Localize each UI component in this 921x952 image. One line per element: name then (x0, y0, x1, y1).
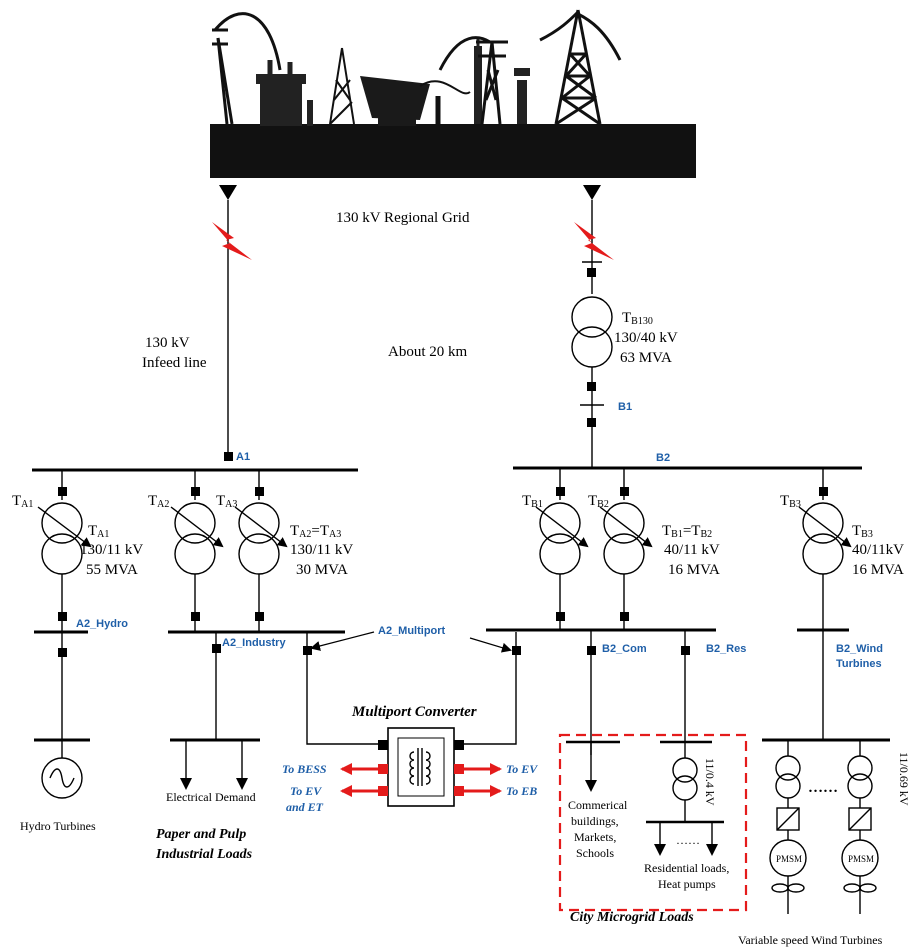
multiport-pointer-right (469, 637, 512, 653)
tb2-ratio: 40/11 kV (664, 542, 720, 558)
wind-dots: …… (808, 780, 838, 796)
to-ev-label: To EV (506, 762, 538, 776)
commercial-label: Commerical (568, 798, 628, 812)
distance-label: About 20 km (388, 344, 468, 360)
bus-label-b2-wind: B2_Wind (836, 643, 883, 655)
converter-red-ports (378, 764, 464, 796)
ta1-label: TA1 (88, 523, 109, 540)
tb2-rating: 16 MVA (668, 562, 720, 578)
tb3-ratio: 40/11kV (852, 542, 904, 558)
multiport-pointer-left (310, 631, 375, 651)
city-microgrid-label: City Microgrid Loads (570, 910, 694, 925)
ta3-ratio: 130/11 kV (290, 542, 353, 558)
tb3-rating: 16 MVA (852, 562, 904, 578)
tb130-rating: 63 MVA (620, 350, 672, 366)
industry-branch (170, 632, 260, 780)
bus-label-b2-com: B2_Com (602, 643, 647, 655)
infeed-line-label-2: Infeed line (142, 355, 207, 371)
hydro-label: Hydro Turbines (20, 819, 96, 833)
commercial-label-2: buildings, (571, 814, 619, 828)
ta3-name: TA3 (216, 493, 237, 510)
residential-dots: …… (676, 833, 700, 847)
to-ev-et-label: To EV (290, 784, 322, 798)
ta1-name: TA1 (12, 493, 33, 510)
infeed-line-label: 130 kV (145, 335, 190, 351)
pmsm-label-2: PMSM (848, 854, 874, 864)
tb3-label: TB3 (852, 523, 873, 540)
tb130-name: TB130 (622, 310, 653, 327)
electrical-demand-label: Electrical Demand (166, 790, 256, 804)
ta3-label: TA2=TA3 (290, 523, 341, 540)
residential-transformer-label: 11/0.4 kV (703, 758, 717, 806)
transformer-group-a (37, 470, 288, 632)
commercial-label-4: Schools (576, 846, 614, 860)
ta1-ratio: 130/11 kV (80, 542, 143, 558)
tb130-ratio: 130/40 kV (614, 330, 678, 346)
bus-label-a1: A1 (236, 451, 250, 463)
bus-label-b2: B2 (656, 452, 670, 464)
bus-label-a2-multiport: A2_Multiport (378, 625, 446, 637)
wind-branch (762, 630, 890, 914)
tb130-branch (571, 261, 613, 468)
bus-label-a2-hydro: A2_Hydro (76, 618, 128, 630)
tb1-name: TB1 (522, 493, 543, 510)
residential-branch (646, 630, 724, 846)
wind-transformer-label: 11/0.69 kV (897, 752, 911, 806)
city-microgrid-box (558, 733, 748, 912)
bus-label-b2-res: B2_Res (706, 643, 746, 655)
pmsm-label-1: PMSM (776, 854, 802, 864)
fault-icon (212, 222, 252, 260)
to-bess-label: To BESS (282, 762, 327, 776)
substation-illustration (210, 9, 696, 178)
ta3-rating: 30 MVA (296, 562, 348, 578)
bus-label-a2-industry: A2_Industry (222, 637, 286, 649)
to-eb-label: To EB (506, 784, 537, 798)
transformer-group-b (535, 468, 852, 630)
residential-label-2: Heat pumps (658, 877, 716, 891)
ta2-name: TA2 (148, 493, 169, 510)
residential-label: Residential loads, (644, 861, 729, 875)
grid-label: 130 kV Regional Grid (336, 210, 470, 226)
paper-pulp-label: Paper and Pulp (156, 827, 246, 842)
breakers-a (58, 487, 264, 621)
ta1-rating: 55 MVA (86, 562, 138, 578)
tb2-name: TB2 (588, 493, 609, 510)
converter-title: Multiport Converter (351, 704, 477, 720)
paper-pulp-label-2: Industrial Loads (155, 847, 253, 862)
commercial-label-3: Markets, (574, 830, 616, 844)
tb2-label: TB1=TB2 (662, 523, 712, 540)
converter-ports (303, 646, 521, 750)
wind-turbines-label: Variable speed Wind Turbines (738, 933, 883, 947)
fault-icon (574, 222, 614, 260)
tb3-name: TB3 (780, 493, 801, 510)
converter-outputs (340, 763, 502, 797)
breakers-b (556, 487, 828, 621)
bus-label-b2-wind-2: Turbines (836, 658, 882, 670)
bus-label-b1: B1 (618, 401, 632, 413)
to-ev-et-label-2: and ET (286, 800, 324, 814)
grid-feeds (219, 185, 601, 455)
